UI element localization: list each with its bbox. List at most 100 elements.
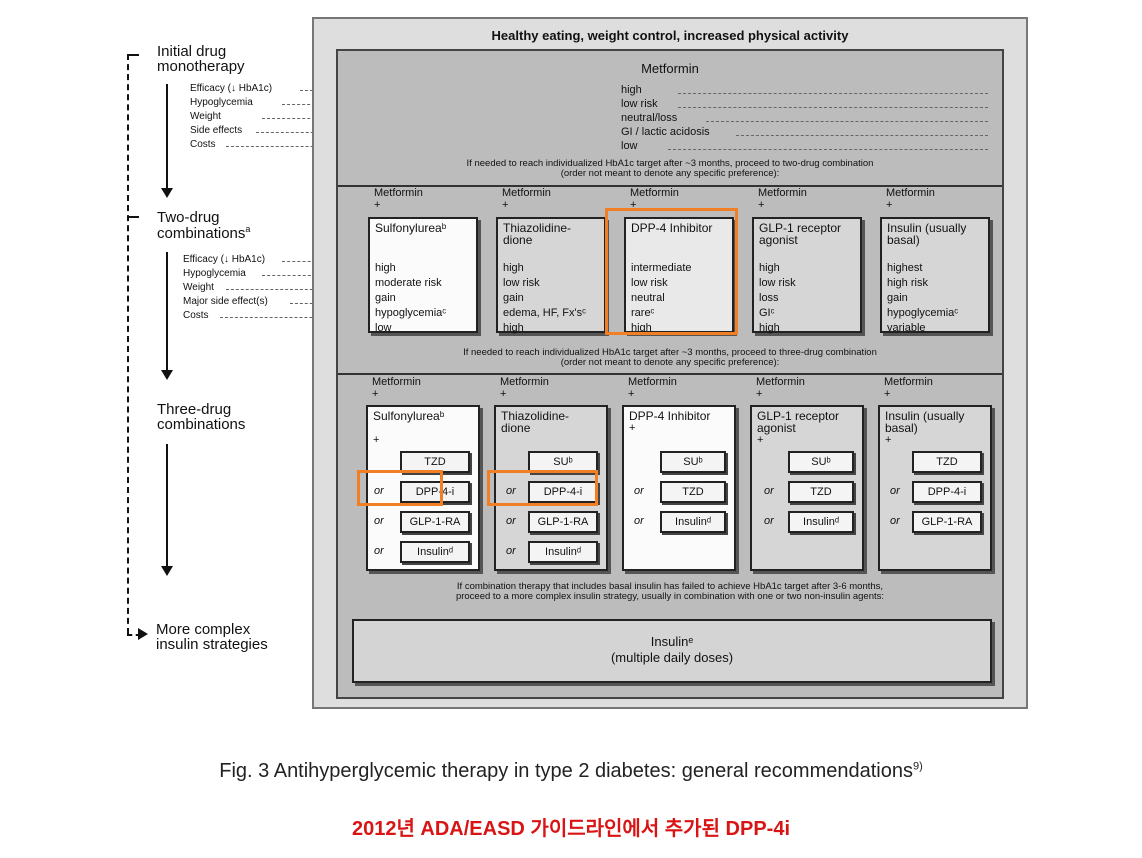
metformin-plus-label: Metformin [372,376,421,388]
metformin-plus-label: Metformin [758,187,807,199]
metformin-plus-label: Metformin [500,376,549,388]
option-glp1ra: GLP-1-RA [912,511,982,533]
option-dpp4i: DPP-4-i [400,481,470,503]
two-drug-sulfonylurea-box: Sulfonylureaᵇ high moderate risk gain hy… [368,217,478,334]
down-arrow-icon [161,370,173,380]
criteria-row: Efficacy (↓ HbA1c) [183,254,266,265]
criteria-row: Costs [190,139,216,150]
plus-sign: + [756,388,763,400]
down-arrow-line [166,252,168,370]
metformin-plus-label: Metformin [756,376,805,388]
dashed-connector-line [127,54,129,634]
plus-sign: + [373,434,380,446]
treatment-algorithm-diagram: Healthy eating, weight control, increase… [312,17,1028,709]
criteria-row: Hypoglycemia [183,268,246,279]
or-label: or [634,485,644,497]
dashed-connector-mid [127,216,139,218]
value-efficacy: high [503,262,524,274]
metformin-plus-label: Metformin [374,187,423,199]
three-drug-label: Three-drug combinations [157,401,246,433]
value-side-effect: GIᶜ [759,307,775,319]
plus-sign: + [500,388,507,400]
or-label: or [374,485,384,497]
value-weight: neutral [631,292,665,304]
leader-line [220,317,367,318]
option-su: SUᵇ [788,451,854,473]
metformin-plus-label: Metformin [884,376,933,388]
value-efficacy: highest [887,262,923,274]
main-inner-frame: Metformin high low risk neutral/loss GI … [336,49,1004,699]
complex-insulin-label: More complex insulin strategies [156,621,268,653]
plus-sign: + [629,422,636,434]
option-tzd: TZD [400,451,470,473]
option-insulin: Insulinᵈ [660,511,726,533]
three-drug-sulfonylurea-box: Sulfonylureaᵇ + TZD or DPP-4-i or GLP-1-… [366,405,480,571]
plus-sign: + [502,199,509,211]
value-side-effect: edema, HF, Fx'sᶜ [503,307,587,319]
dashed-connector-top [127,54,139,56]
value-side-effect: hypoglycemiaᶜ [375,307,447,319]
transition-to-two-drug: If needed to reach individualized HbA1c … [466,158,874,179]
plus-sign: + [886,199,893,211]
value-hypoglycemia: moderate risk [375,277,442,289]
value-line [668,149,988,150]
option-insulin: Insulinᵈ [528,541,598,563]
drug-name: Sulfonylureaᵇ [373,409,445,423]
plus-sign: + [374,199,381,211]
option-glp1ra: GLP-1-RA [528,511,598,533]
lifestyle-header: Healthy eating, weight control, increase… [491,28,849,43]
value-costs: low [375,322,392,334]
value-hypoglycemia: low risk [759,277,796,289]
drug-name: Thiazolidine- dione [501,409,570,435]
criteria-row: Hypoglycemia [190,97,253,108]
value-hypoglycemia: low risk [631,277,668,289]
korean-annotation: 2012년 ADA/EASD 가이드라인에서 추가된 DPP-4i [351,818,791,840]
value-line [678,93,988,94]
or-label: or [506,545,516,557]
or-label: or [764,515,774,527]
or-label: or [506,485,516,497]
two-drug-glp1-box: GLP-1 receptor agonist high low risk los… [752,217,862,336]
criteria-row: Efficacy (↓ HbA1c) [190,83,273,94]
connector-arrow-icon [138,628,148,640]
option-insulin: Insulinᵈ [788,511,854,533]
or-label: or [634,515,644,527]
two-drug-insulin-box: Insulin (usually basal) highest high ris… [880,217,990,334]
metformin-costs: low [621,140,638,152]
section-divider [338,373,1002,375]
section-divider [338,185,1002,187]
criteria-row: Side effects [190,125,243,136]
metformin-hypoglycemia: low risk [621,98,658,110]
highlight-two-drug-dpp4 [605,208,738,335]
metformin-plus-label: Metformin [502,187,551,199]
or-label: or [506,515,516,527]
three-drug-insulin-box: Insulin (usually basal) + TZD or DPP-4-i… [878,405,992,571]
metformin-weight: neutral/loss [621,112,678,124]
plus-sign: + [757,434,764,446]
option-su: SUᵇ [660,451,726,473]
drug-values: intermediate low risk neutral rareᶜ high [631,261,692,336]
or-label: or [764,485,774,497]
drug-values: high low risk gain edema, HF, Fx'sᶜ high [503,261,586,336]
value-hypoglycemia: high risk [887,277,928,289]
initial-criteria-list: Efficacy (↓ HbA1c) Hypoglycemia Weight S… [190,82,272,152]
drug-name: GLP-1 receptor agonist [759,221,842,247]
value-costs: high [759,322,780,334]
criteria-row: Major side effect(s) [183,296,268,307]
metformin-plus-label: Metformin [628,376,677,388]
three-drug-dpp4-box: DPP-4 Inhibitor + SUᵇ or TZD or Insulinᵈ [622,405,736,571]
insulin-multiple-doses-box: Insulinᵉ (multiple daily doses) [352,619,992,683]
drug-name: Insulin (usually basal) [887,221,967,247]
plus-sign: + [758,199,765,211]
two-drug-criteria-list: Efficacy (↓ HbA1c) Hypoglycemia Weight M… [183,253,268,323]
value-line [736,135,988,136]
or-label: or [374,545,384,557]
two-drug-label-text: Two-drug combinations [157,209,246,242]
initial-monotherapy-label: Initial drug monotherapy [157,43,245,75]
down-arrow-icon [161,188,173,198]
option-tzd: TZD [788,481,854,503]
or-label: or [890,515,900,527]
drug-values: high low risk loss GIᶜ high [759,261,796,336]
two-drug-dpp4-box: DPP-4 Inhibitor intermediate low risk ne… [624,217,734,336]
two-drug-thiazolidinedione-box: Thiazolidine- dione high low risk gain e… [496,217,606,336]
